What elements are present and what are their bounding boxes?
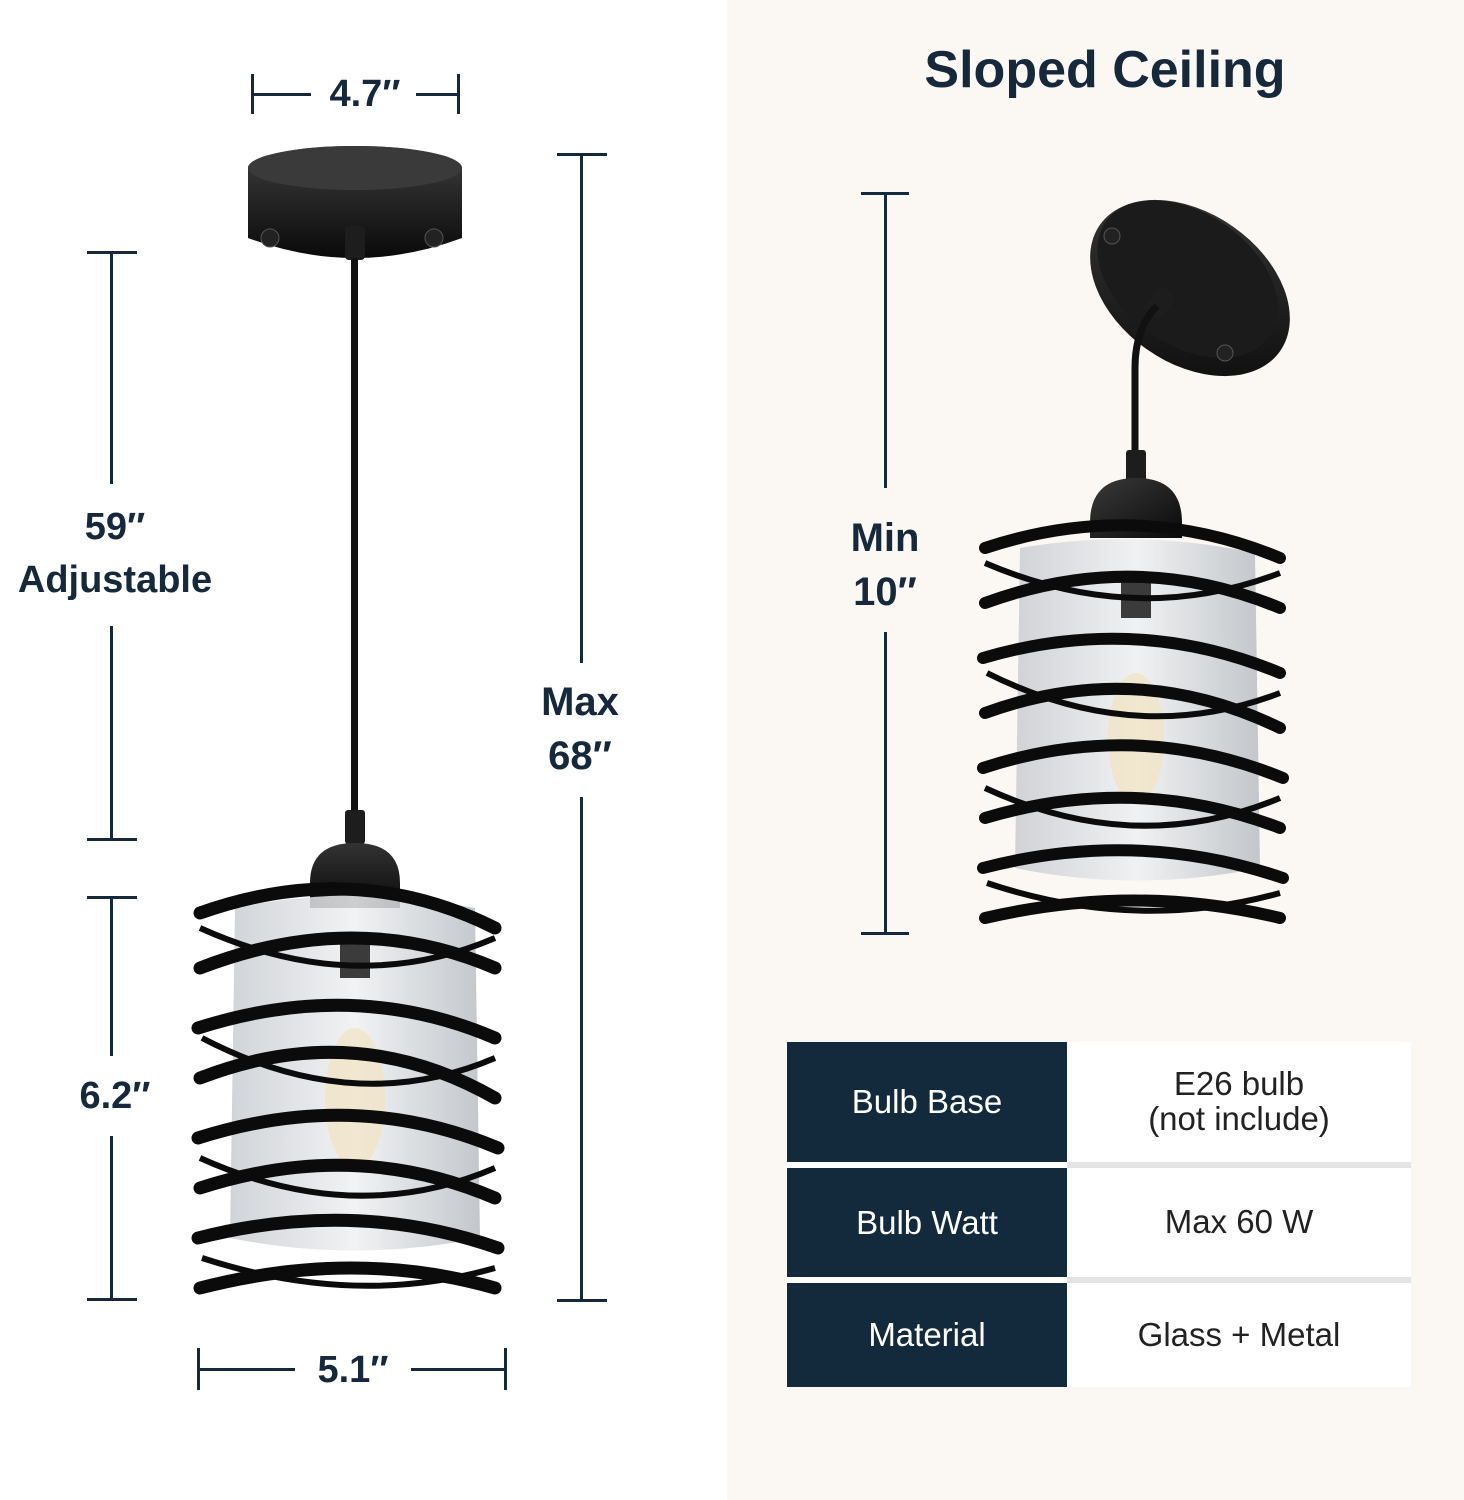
min-height-line-bottom bbox=[884, 632, 887, 934]
shade-width-line-left bbox=[197, 1368, 295, 1371]
spec-row-material: Material Glass + Metal bbox=[787, 1283, 1411, 1387]
shade-width-tick-right bbox=[504, 1348, 507, 1390]
spec-value-bulb-base: E26 bulb (not include) bbox=[1067, 1042, 1411, 1162]
spec-key-material: Material bbox=[787, 1283, 1067, 1387]
pendant-lamp-straight-illustration bbox=[191, 146, 505, 1295]
spec-value-material: Glass + Metal bbox=[1067, 1283, 1411, 1387]
spec-table: Bulb Base E26 bulb (not include) Bulb Wa… bbox=[787, 1042, 1411, 1387]
cord-length-line-top bbox=[110, 251, 113, 484]
spec-key-bulb-base: Bulb Base bbox=[787, 1042, 1067, 1162]
spec-value-bulb-watt: Max 60 W bbox=[1067, 1168, 1411, 1277]
canopy-width-line-left bbox=[251, 93, 311, 96]
spec-row-bulb-watt: Bulb Watt Max 60 W bbox=[787, 1168, 1411, 1277]
spec-divider bbox=[787, 1162, 1411, 1168]
shade-width-line-right bbox=[411, 1368, 507, 1371]
cord-length-label: 59″ bbox=[84, 506, 146, 548]
cord-length-line-bottom bbox=[110, 626, 113, 840]
max-height-line-top bbox=[580, 153, 583, 663]
min-height-line-top bbox=[884, 192, 887, 488]
shade-height-line-top bbox=[110, 896, 113, 1056]
canopy-width-line-right bbox=[416, 93, 460, 96]
spec-key-bulb-watt: Bulb Watt bbox=[787, 1168, 1067, 1277]
min-height-word: Min bbox=[850, 516, 920, 560]
min-height-tick-bottom bbox=[861, 932, 909, 935]
shade-height-label: 6.2″ bbox=[79, 1075, 151, 1117]
canopy-width-tick-right bbox=[457, 74, 460, 114]
sloped-ceiling-title: Sloped Ceiling bbox=[924, 41, 1286, 99]
spec-divider bbox=[787, 1277, 1411, 1283]
max-height-value: 68″ bbox=[548, 734, 612, 778]
max-height-tick-bottom bbox=[557, 1299, 607, 1302]
spec-row-bulb-base: Bulb Base E26 bulb (not include) bbox=[787, 1042, 1411, 1162]
max-height-word: Max bbox=[541, 680, 619, 724]
canopy-width-label: 4.7″ bbox=[329, 73, 401, 115]
pendant-lamp-sloped-illustration bbox=[977, 199, 1290, 924]
cord-adjustable-label: Adjustable bbox=[17, 559, 213, 601]
spec-value-bulb-base-line1: E26 bulb bbox=[1173, 1065, 1305, 1103]
spec-value-bulb-base-line2: (not include) bbox=[1148, 1100, 1330, 1137]
shade-height-line-bottom bbox=[110, 1136, 113, 1300]
min-height-value: 10″ bbox=[853, 570, 917, 614]
shade-height-tick-bottom bbox=[87, 1298, 137, 1301]
max-height-line-bottom bbox=[580, 797, 583, 1300]
shade-width-label: 5.1″ bbox=[317, 1349, 389, 1391]
cord-length-tick-bottom bbox=[87, 838, 137, 841]
